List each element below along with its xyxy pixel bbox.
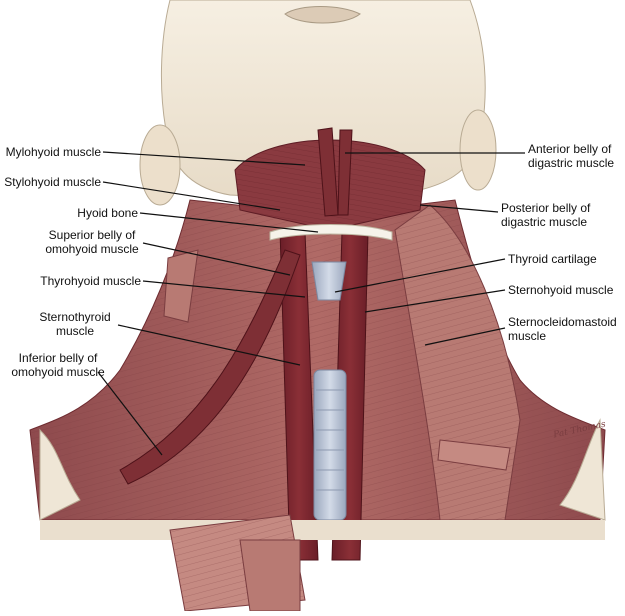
lips: [284, 6, 361, 24]
label-sternothyroid-muscle: Sternothyroid muscle: [39, 310, 111, 338]
thyroid-cartilage: [311, 261, 347, 301]
left-ear: [139, 124, 181, 206]
label-sternocleidomastoid-muscle: Sternocleidomastoid muscle: [508, 315, 617, 343]
right-ear: [459, 109, 497, 191]
label-anterior-belly-digastric: Anterior belly of digastric muscle: [528, 142, 615, 170]
label-mylohyoid-muscle: Mylohyoid muscle: [5, 145, 101, 159]
right-cut-flap: [437, 439, 511, 471]
label-posterior-belly-digastric: Posterior belly of digastric muscle: [501, 201, 591, 229]
label-hyoid-bone: Hyoid bone: [77, 206, 138, 220]
label-stylohyoid-muscle: Stylohyoid muscle: [4, 175, 101, 189]
label-superior-belly-omohyoid: Superior belly of omohyoid muscle: [45, 228, 139, 256]
label-inferior-belly-omohyoid: Inferior belly of omohyoid muscle: [11, 351, 105, 379]
leader-lines: [97, 151, 525, 456]
label-thyroid-cartilage: Thyroid cartilage: [508, 252, 597, 266]
hyoid-bone: [269, 224, 393, 241]
cut-skin-edge: [39, 428, 81, 521]
label-thyrohyoid-muscle: Thyrohyoid muscle: [40, 274, 141, 288]
label-sternohyoid-muscle: Sternohyoid muscle: [508, 283, 614, 297]
trachea: [313, 369, 347, 521]
